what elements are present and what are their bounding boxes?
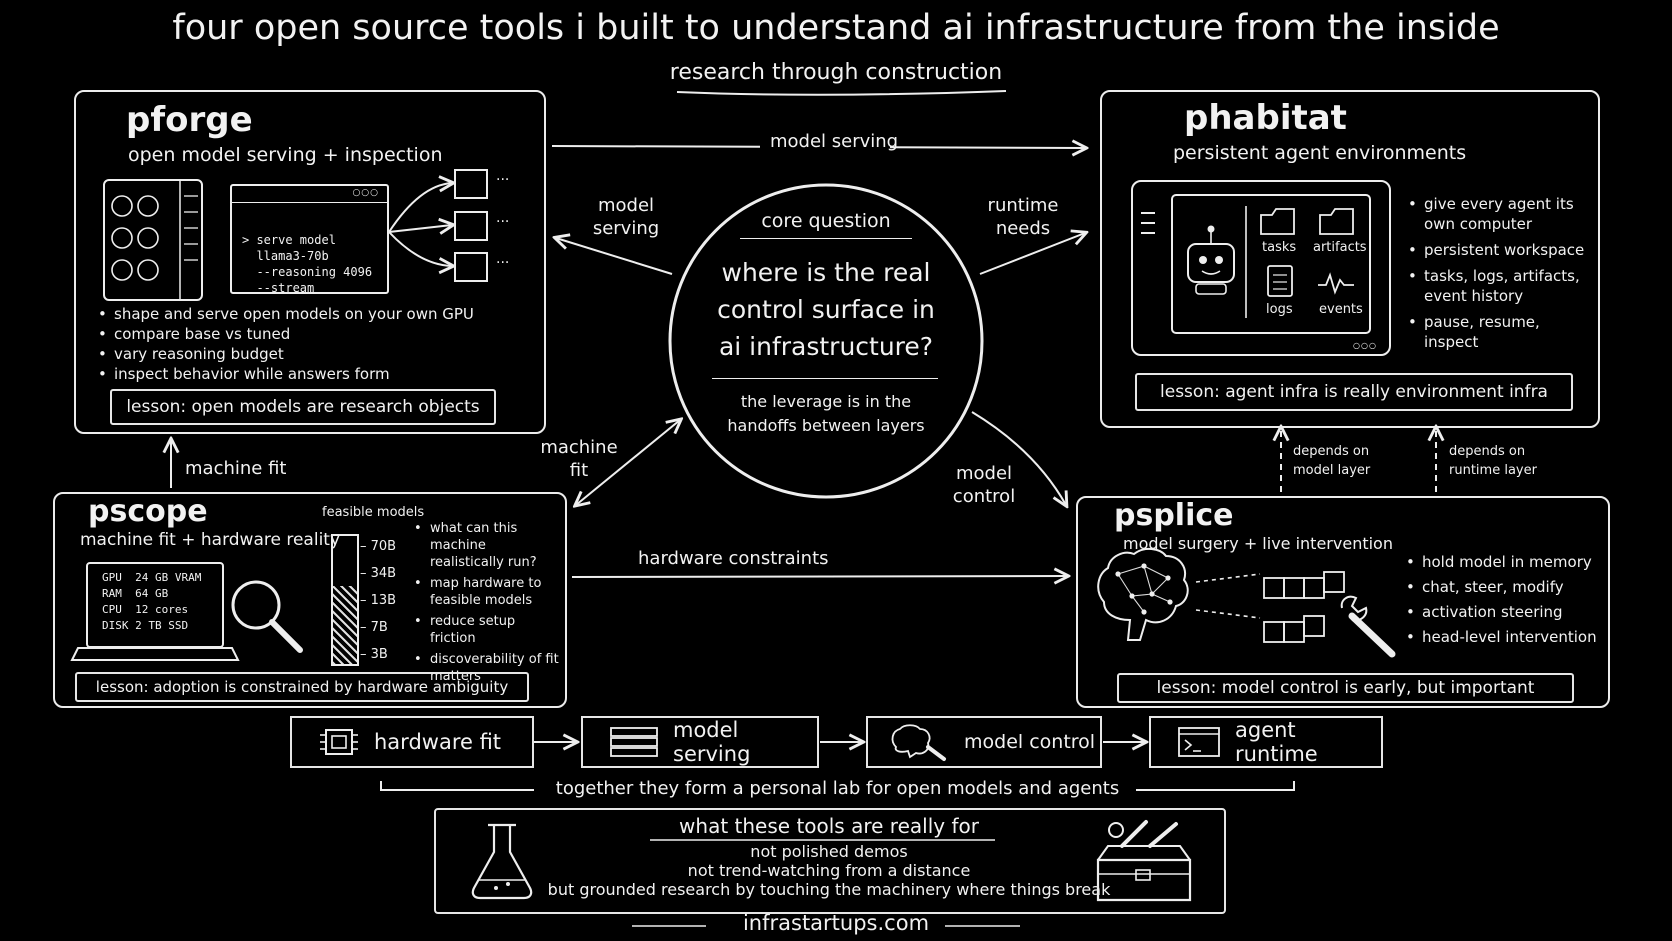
chip-icon xyxy=(320,729,358,755)
folder-label-tasks: tasks xyxy=(1262,240,1297,255)
chain-caption: together they form a personal lab for op… xyxy=(555,778,1120,799)
chain-label-hardware-fit: hardware fit xyxy=(374,730,502,754)
pscope-lesson: lesson: adoption is constrained by hardw… xyxy=(75,672,529,702)
arrow-core-to-phabitat xyxy=(979,233,1085,275)
laptop-screen: GPU 24 GB VRAM RAM 64 GB CPU 12 cores DI… xyxy=(86,562,224,648)
psplice-card xyxy=(1076,496,1610,708)
chain-label-model-control: model control xyxy=(964,731,1096,753)
purpose-heading: what these tools are really for xyxy=(679,814,979,838)
chain-label-model-serving: model serving xyxy=(673,718,751,766)
arrow-core-to-pforge xyxy=(556,238,673,275)
psplice-lesson: lesson: model control is early, but impo… xyxy=(1117,673,1574,703)
subtitle-underline xyxy=(676,90,1007,96)
pforge-card xyxy=(74,90,546,434)
arrow-core-pscope xyxy=(576,420,680,505)
pscope-tagline: machine fit + hardware reality xyxy=(80,530,341,550)
model-size-ticks: – 70B – 34B – 13B – 7B – 3B xyxy=(360,539,397,662)
pforge-tagline: open model serving + inspection xyxy=(128,144,443,166)
core-circle xyxy=(668,183,984,499)
output-box-2 xyxy=(454,211,488,241)
feasible-heading: feasible models xyxy=(322,505,425,520)
folder-label-events: events xyxy=(1319,302,1363,317)
chain-hardware-fit: hardware fit xyxy=(290,716,534,768)
psplice-bullets: hold model in memory chat, steer, modify… xyxy=(1406,552,1597,647)
terminal-window: ○○○ > serve model llama3-70b --reasoning… xyxy=(230,184,389,295)
output-box-3 xyxy=(454,252,488,282)
pscope-card xyxy=(53,492,567,708)
server-rack-icon xyxy=(610,727,658,757)
computer-monitor: ○○○ xyxy=(1131,180,1391,356)
pforge-title: pforge xyxy=(126,100,253,140)
chain-agent-runtime: agent runtime xyxy=(1149,716,1383,768)
phabitat-title: phabitat xyxy=(1184,98,1347,138)
folder-label-artifacts: artifacts xyxy=(1313,240,1367,255)
psplice-title: psplice xyxy=(1114,498,1234,533)
pforge-lesson: lesson: open models are research objects xyxy=(110,389,496,425)
edge-label-model-serving: model serving xyxy=(770,131,899,152)
phabitat-lesson: lesson: agent infra is really environmen… xyxy=(1135,373,1573,411)
edge-label-pscope-up: machine fit xyxy=(185,458,287,479)
terminal-icon xyxy=(1178,727,1220,757)
psplice-tagline: model surgery + live intervention xyxy=(1123,534,1393,553)
chain-model-serving: model serving xyxy=(581,716,819,768)
edge-label-hardware-constraints: hardware constraints xyxy=(638,548,829,569)
footer-url: infrastartups.com xyxy=(742,911,930,935)
folder-label-logs: logs xyxy=(1266,302,1293,317)
purpose-box xyxy=(434,808,1226,914)
phabitat-bullets: give every agent its own computer persis… xyxy=(1408,194,1586,352)
arrow-core-to-psplice xyxy=(971,411,1066,505)
pscope-bullets: what can this machine realistically run?… xyxy=(414,520,560,685)
page-subtitle: research through construction xyxy=(669,60,1003,85)
pscope-title: pscope xyxy=(88,494,208,529)
output-box-1 xyxy=(454,169,488,199)
chain-label-agent-runtime: agent runtime xyxy=(1235,718,1318,766)
brain-wrench-icon xyxy=(891,724,946,761)
feasibility-meter xyxy=(331,534,359,666)
pforge-bullets: shape and serve open models on your own … xyxy=(98,304,474,384)
phabitat-card xyxy=(1100,90,1600,428)
core-heading: core question xyxy=(761,210,891,232)
phabitat-tagline: persistent agent environments xyxy=(1173,142,1467,164)
chain-model-control: model control xyxy=(866,716,1102,768)
page-title: four open source tools i built to unders… xyxy=(172,8,1500,48)
arrow-hardware-constraints xyxy=(571,576,1067,577)
